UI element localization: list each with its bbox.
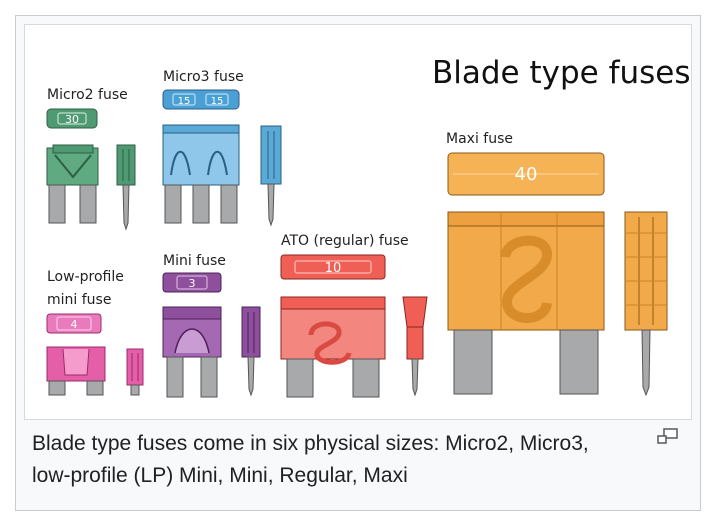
- micro3-fuse-group: Micro3 fuse 15 15: [162, 69, 282, 227]
- maxi-label: Maxi fuse: [446, 131, 513, 147]
- mini-side-view: [241, 306, 261, 397]
- micro2-front-view: [46, 144, 99, 224]
- lp-mini-top-view: [46, 313, 102, 334]
- fuse-diagram-image[interactable]: Blade type fuses Micro2 fuse 30: [24, 24, 692, 420]
- lp-mini-front-view: [46, 346, 106, 396]
- lp-mini-label-line1: Low-profile: [47, 269, 124, 285]
- mini-label: Mini fuse: [163, 253, 226, 269]
- micro3-front-view: [162, 124, 240, 224]
- fuse-diagram: Blade type fuses Micro2 fuse 30: [46, 55, 691, 398]
- micro3-top-view: [162, 89, 240, 110]
- micro2-rating: 30: [65, 113, 79, 126]
- maxi-fuse-group: Maxi fuse 40: [446, 131, 668, 397]
- micro2-fuse-group: Micro2 fuse 30: [46, 87, 136, 231]
- lp-mini-label-line2: mini fuse: [47, 292, 111, 308]
- magnify-clip-icon[interactable]: [657, 428, 679, 446]
- ato-rating: 10: [325, 261, 342, 276]
- ato-fuse-group: ATO (regular) fuse 10: [280, 233, 428, 398]
- micro2-label: Micro2 fuse: [47, 87, 128, 103]
- micro2-side-view: [116, 144, 136, 231]
- mini-rating: 3: [189, 277, 196, 290]
- ato-label: ATO (regular) fuse: [281, 233, 409, 249]
- lp-mini-side-view: [126, 348, 144, 396]
- ato-front-view: [280, 296, 386, 398]
- maxi-front-view: [447, 211, 605, 395]
- maxi-side-view: [624, 211, 668, 397]
- lp-mini-rating: 4: [71, 318, 78, 331]
- lp-mini-fuse-group: Low-profile mini fuse 4: [46, 269, 144, 396]
- micro3-rating-left: 15: [178, 96, 191, 107]
- micro3-side-view: [260, 125, 282, 227]
- diagram-title: Blade type fuses: [432, 55, 691, 91]
- micro3-label: Micro3 fuse: [163, 69, 244, 85]
- micro3-rating-right: 15: [211, 96, 224, 107]
- maxi-rating: 40: [515, 164, 538, 185]
- figure-caption: Blade type fuses come in six physical si…: [32, 432, 589, 487]
- mini-front-view: [162, 306, 222, 398]
- ato-side-view: [402, 296, 428, 397]
- micro2-top-view: [46, 108, 98, 129]
- mini-fuse-group: Mini fuse 3: [162, 253, 261, 398]
